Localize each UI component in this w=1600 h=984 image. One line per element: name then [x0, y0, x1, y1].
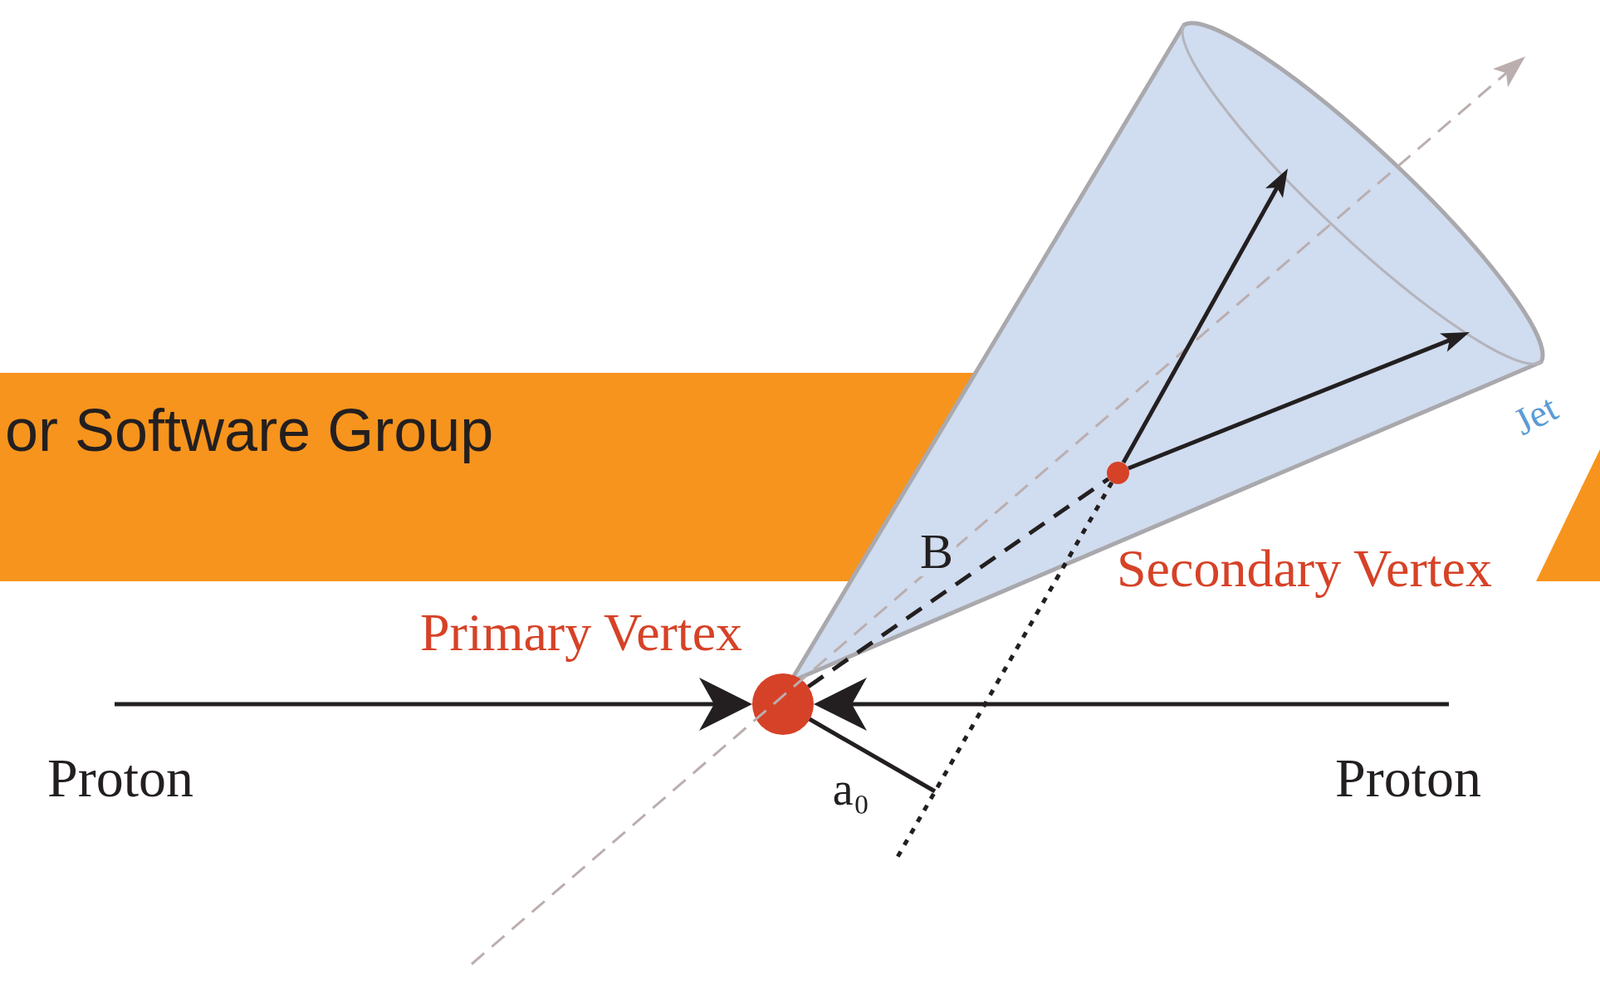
beam-arrowhead [813, 677, 867, 731]
jet-cone-body [790, 23, 1543, 682]
label-holder: Proton [0, 0, 147, 55]
track [1123, 187, 1278, 463]
jet-label: Jet [1508, 388, 1564, 442]
decay-length-line [807, 479, 1108, 687]
axis-arrowhead [1492, 56, 1526, 88]
primary-vertex: Primary Vertex [752, 673, 814, 735]
vertex-label: Primary Vertex [420, 606, 743, 660]
jet-cone-rim [1182, 24, 1542, 364]
edge-label: B [916, 526, 957, 577]
track [1128, 340, 1450, 469]
impact-parameter [809, 719, 935, 792]
jet-axis [471, 73, 1507, 964]
band-title: or Software Group [4, 400, 494, 460]
track-arrowhead [1439, 332, 1470, 353]
label-holder: Proton [0, 0, 147, 55]
track-arrowhead [1265, 168, 1288, 199]
label-holder: a₀ [0, 0, 37, 47]
proton-beam [114, 702, 716, 707]
orange-band-piece [1536, 449, 1600, 582]
particle-label: Proton [1335, 750, 1482, 806]
proton-beam [850, 702, 1449, 707]
beam-arrowhead [699, 677, 753, 731]
track-extrapolation [897, 482, 1112, 857]
symbol-label: a₀ [832, 765, 870, 813]
label-holder: B [0, 0, 40, 50]
particle-label: Proton [47, 750, 194, 806]
secondary-vertex: Secondary Vertex [1106, 461, 1130, 485]
vertex-label: Secondary Vertex [1116, 542, 1493, 596]
